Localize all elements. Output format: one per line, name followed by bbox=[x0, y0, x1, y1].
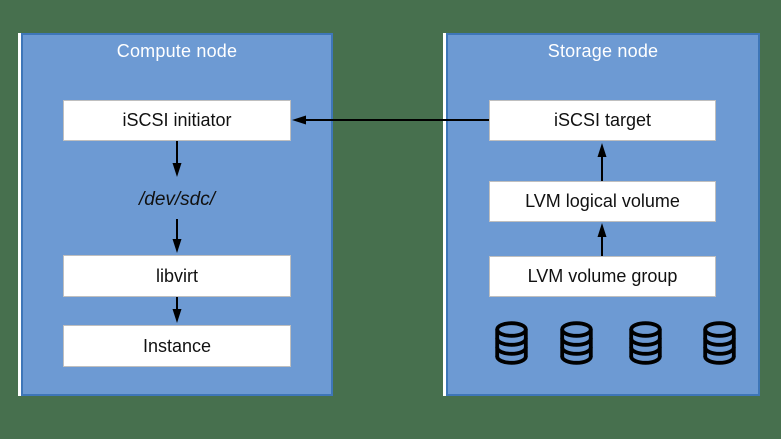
lvm-volume-group-box: LVM volume group bbox=[489, 256, 716, 297]
libvirt-box: libvirt bbox=[63, 255, 291, 297]
storage-node-title: Storage node bbox=[547, 41, 659, 61]
lvm-logical-volume-label: LVM logical volume bbox=[525, 191, 680, 211]
lvm-volume-group-label: LVM volume group bbox=[527, 266, 678, 286]
lvm-logical-volume-box: LVM logical volume bbox=[489, 181, 716, 222]
device-path-label: /dev/sdc/ bbox=[138, 189, 216, 210]
instance-label: Instance bbox=[142, 335, 212, 356]
compute-node-title: Compute node bbox=[116, 41, 238, 61]
libvirt-label: libvirt bbox=[155, 265, 198, 286]
iscsi-initiator-label: iSCSI initiator bbox=[122, 110, 232, 130]
iscsi-target-label: iSCSI target bbox=[553, 110, 652, 130]
database-cylinder-icon bbox=[629, 321, 662, 365]
database-cylinder-icon bbox=[703, 321, 736, 365]
database-cylinder-icon bbox=[495, 321, 528, 365]
iscsi-target-box: iSCSI target bbox=[489, 100, 716, 141]
instance-box: Instance bbox=[63, 325, 291, 367]
iscsi-initiator-box: iSCSI initiator bbox=[63, 100, 291, 141]
database-cylinder-icon bbox=[560, 321, 593, 365]
